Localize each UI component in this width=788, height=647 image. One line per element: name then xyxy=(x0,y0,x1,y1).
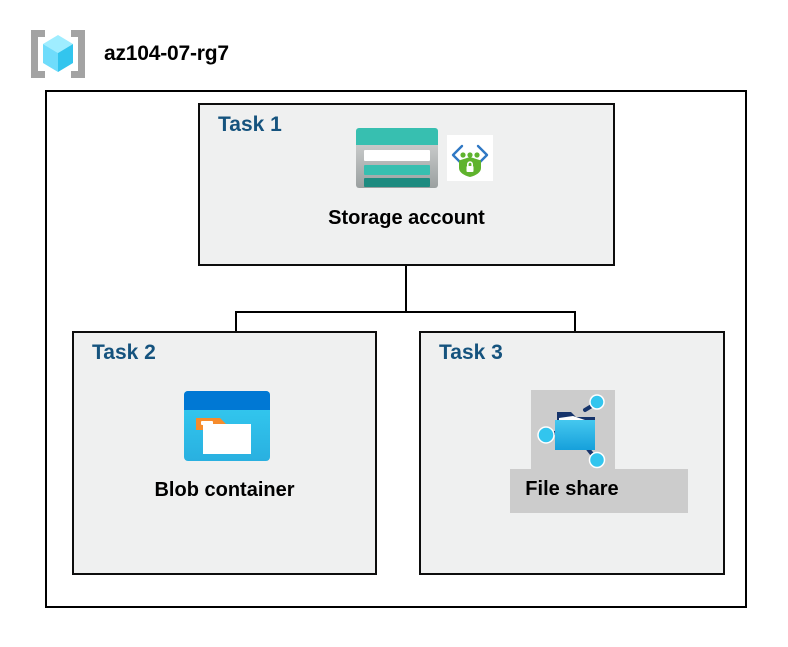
file-share-label-plate xyxy=(510,469,688,513)
resource-group-header: az104-07-rg7 xyxy=(30,26,229,82)
task-3-box: Task 3 File share xyxy=(419,331,725,575)
connector-horizontal-bus xyxy=(235,311,576,313)
file-share-icon xyxy=(537,394,606,469)
task-2-box: Task 2 Blob container xyxy=(72,331,377,575)
file-share-label: File share xyxy=(525,478,619,500)
blob-container-label: Blob container xyxy=(154,479,295,501)
blob-container-icon xyxy=(184,391,270,461)
secure-endpoint-icon xyxy=(447,135,493,181)
task-3-icon-row xyxy=(533,392,613,472)
storage-account-icon xyxy=(356,128,438,188)
resource-group-icon xyxy=(30,26,86,82)
task-2-label: Task 2 xyxy=(92,341,156,364)
task-1-label: Task 1 xyxy=(218,113,282,136)
cube-glyph xyxy=(43,35,73,72)
storage-account-label: Storage account xyxy=(328,207,485,229)
bracket-left xyxy=(31,30,45,78)
task-3-label: Task 3 xyxy=(439,341,503,364)
bracket-right xyxy=(71,30,85,78)
task-1-box: Task 1 xyxy=(198,103,615,266)
page-title: az104-07-rg7 xyxy=(104,42,229,65)
task-1-icon-row xyxy=(355,127,493,189)
connector-storage-trunk xyxy=(405,231,407,313)
task-2-icon-row xyxy=(183,390,271,462)
